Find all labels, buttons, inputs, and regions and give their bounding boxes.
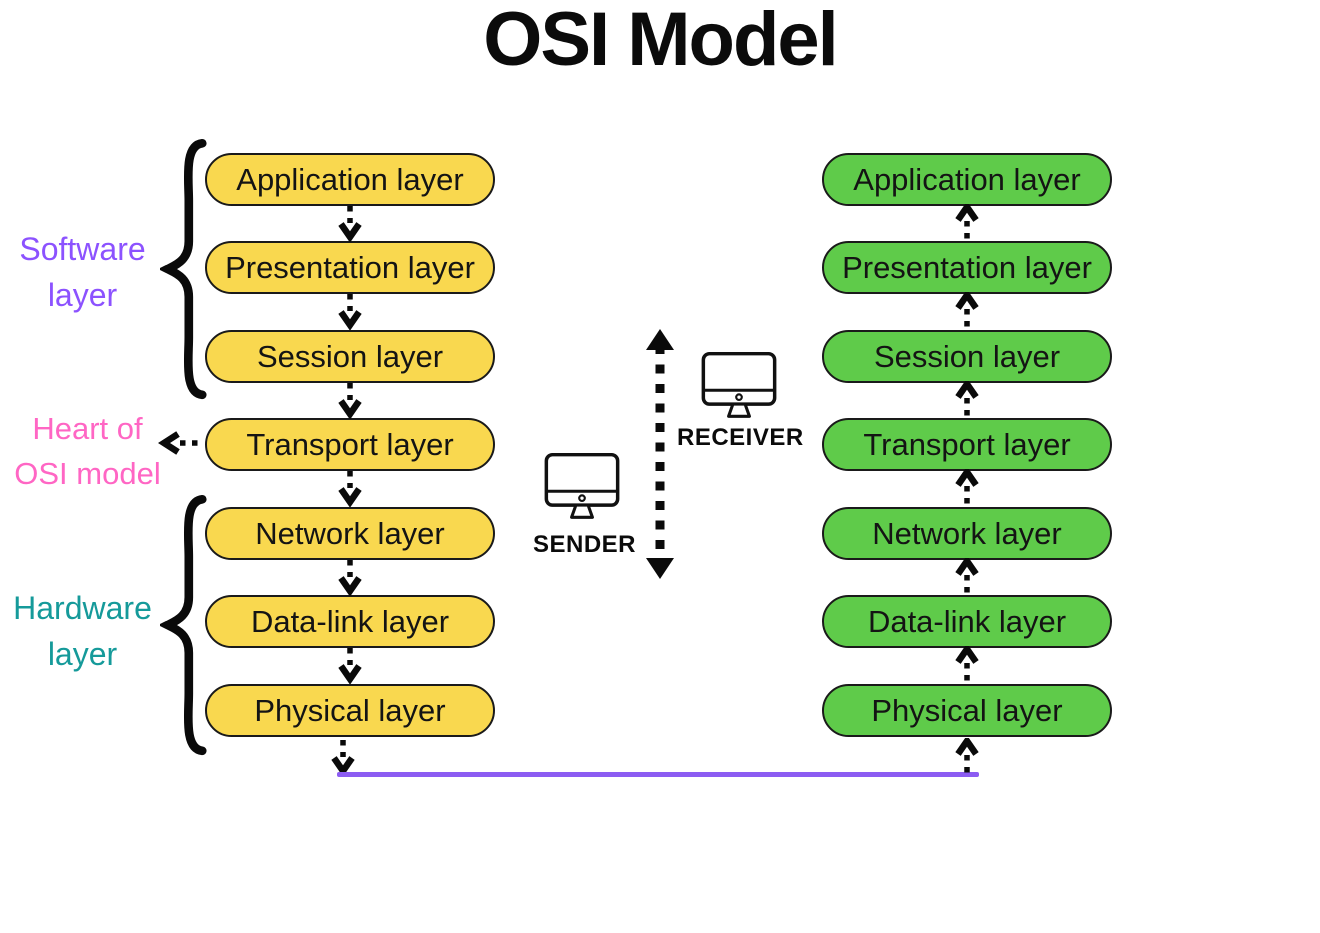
- up-arrow-icon: [954, 646, 980, 684]
- receiver-computer-icon: [701, 351, 777, 419]
- up-arrow-icon: [954, 292, 980, 330]
- receiver-label: RECEIVER: [677, 424, 804, 451]
- down-arrow-icon: [330, 738, 356, 776]
- down-arrow-icon: [337, 204, 363, 242]
- down-arrow-icon: [337, 469, 363, 507]
- page-title: OSI Model: [483, 0, 839, 82]
- receiver-layer-session: Session layer: [822, 330, 1112, 383]
- up-arrow-icon: [954, 204, 980, 242]
- down-arrow-icon: [337, 558, 363, 596]
- down-arrow-icon: [337, 646, 363, 684]
- up-arrow-icon: [954, 558, 980, 596]
- receiver-layer-network: Network layer: [822, 507, 1112, 560]
- sender-computer-icon: [544, 452, 620, 520]
- sender-layer-network: Network layer: [205, 507, 495, 560]
- physical-medium-line: [337, 772, 979, 777]
- sender-label: SENDER: [532, 531, 637, 558]
- sender-layer-transport: Transport layer: [205, 418, 495, 471]
- receiver-layer-physical: Physical layer: [822, 684, 1112, 737]
- software-brace-icon: [160, 131, 208, 409]
- up-arrow-icon: [954, 738, 980, 776]
- hardware-layer-label: Hardware layer: [13, 590, 152, 673]
- up-arrow-icon: [954, 381, 980, 419]
- heart-of-osi-label: Heart of OSI model: [14, 411, 161, 491]
- software-layer-label: Software layer: [19, 231, 146, 314]
- heart-pointer-arrow-icon: [158, 430, 204, 456]
- up-arrow-icon: [954, 469, 980, 507]
- hardware-brace-icon: [160, 487, 208, 765]
- sender-layer-application: Application layer: [205, 153, 495, 206]
- receiver-layer-presentation: Presentation layer: [822, 241, 1112, 294]
- receiver-layer-transport: Transport layer: [822, 418, 1112, 471]
- sender-layer-datalink: Data-link layer: [205, 595, 495, 648]
- down-arrow-icon: [337, 292, 363, 330]
- receiver-layer-application: Application layer: [822, 153, 1112, 206]
- down-arrow-icon: [337, 381, 363, 419]
- sender-layer-session: Session layer: [205, 330, 495, 383]
- transmission-double-arrow-icon: [646, 329, 674, 579]
- sender-layer-physical: Physical layer: [205, 684, 495, 737]
- receiver-layer-datalink: Data-link layer: [822, 595, 1112, 648]
- sender-layer-presentation: Presentation layer: [205, 241, 495, 294]
